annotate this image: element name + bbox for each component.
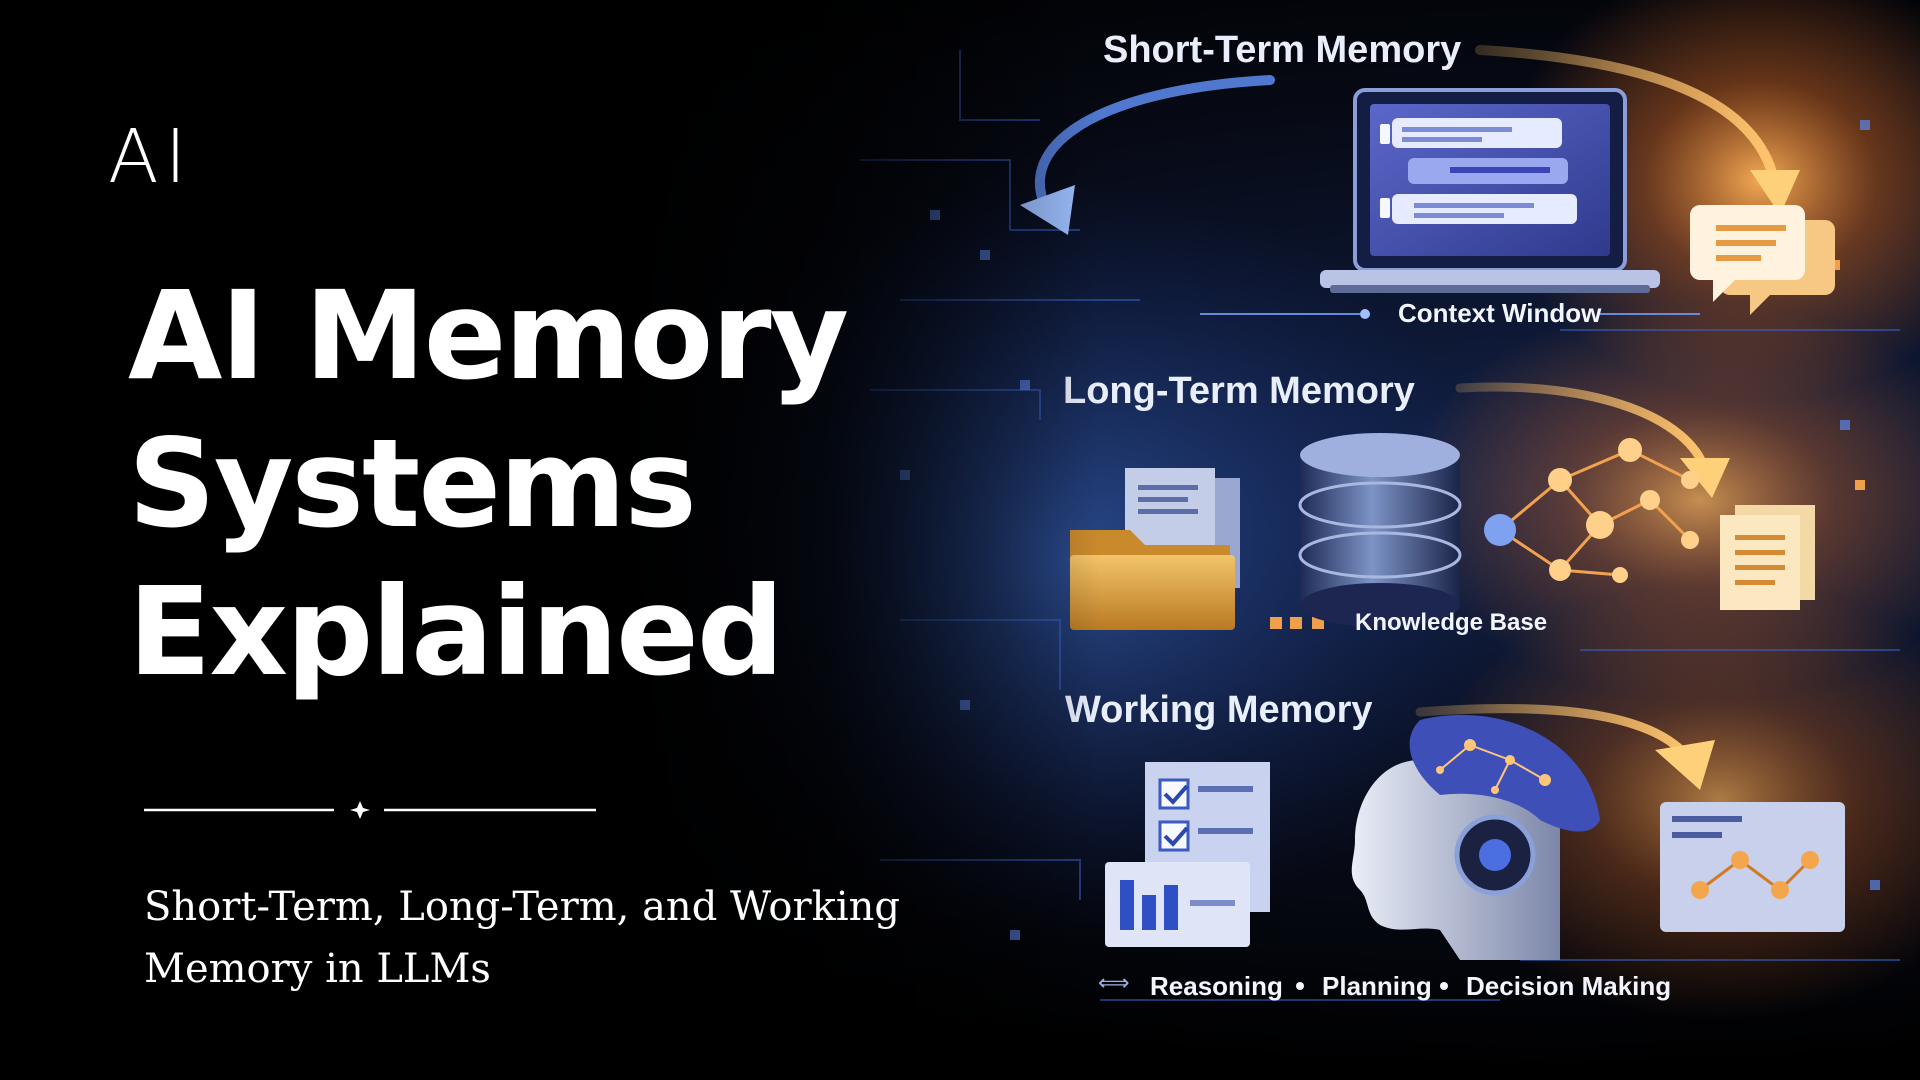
- folder-icon: [1070, 530, 1235, 630]
- short-term-caption: Context Window: [1398, 298, 1602, 328]
- ai-logo: AI: [108, 114, 193, 200]
- bar-chart-folder-icon: [1105, 862, 1250, 947]
- headline-line-1: AI Memory: [128, 265, 849, 407]
- tags-arrows-icon: ⟺: [1098, 971, 1130, 996]
- working-title: Working Memory: [1065, 689, 1373, 731]
- working-arrowhead: [1655, 740, 1715, 790]
- context-window-dot: [1360, 309, 1370, 319]
- subtitle-line-2: Memory in LLMs: [144, 946, 491, 992]
- ai-head-icon: [1351, 714, 1600, 960]
- headline-line-3: Explained: [128, 561, 784, 703]
- long-term-caption: Knowledge Base: [1355, 609, 1547, 636]
- tag-planning: Planning: [1322, 971, 1432, 1001]
- knowledge-graph-icon: [1484, 438, 1699, 583]
- ornamental-divider: [144, 801, 596, 819]
- subtitle: Short-Term, Long-Term, and Working Memor…: [144, 876, 904, 1000]
- short-term-arrowhead-orange: [1750, 170, 1800, 215]
- database-icon: [1298, 433, 1462, 627]
- chat-bubbles-icon: [1690, 205, 1835, 315]
- short-term-orange-arc: [1475, 45, 1780, 190]
- flowchart-panel-icon: [1660, 802, 1845, 932]
- laptop-icon: [1320, 88, 1660, 293]
- subtitle-line-1: Short-Term, Long-Term, and Working: [144, 884, 901, 930]
- headline-line-2: Systems: [128, 413, 697, 555]
- short-term-title: Short-Term Memory: [1103, 29, 1461, 71]
- left-fade-overlay: [0, 0, 1100, 1080]
- tag-separator-1: [1296, 982, 1304, 990]
- tag-decision-making: Decision Making: [1466, 971, 1671, 1001]
- tag-separator-2: [1440, 982, 1448, 990]
- sparkle-icon: [350, 801, 370, 819]
- working-orange-arc: [1415, 704, 1695, 765]
- long-term-arrowhead: [1680, 458, 1730, 498]
- headline: AI Memory Systems Explained: [128, 262, 908, 706]
- long-term-orange-arc: [1455, 382, 1710, 475]
- tag-reasoning: Reasoning: [1150, 971, 1283, 1001]
- long-term-title: Long-Term Memory: [1063, 370, 1415, 412]
- document-orange-icon: [1720, 505, 1815, 610]
